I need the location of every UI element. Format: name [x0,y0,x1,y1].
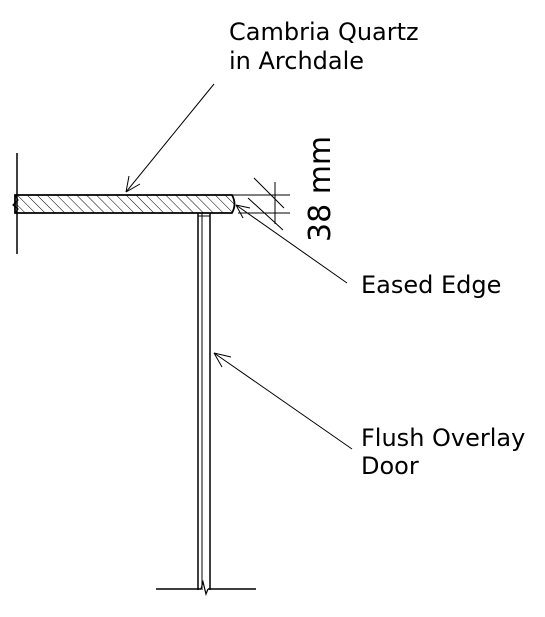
leader-edge [235,204,348,284]
dimension-tick-bottom [247,197,284,231]
door-panel [197,213,211,590]
dimension-label: 38 mm [303,136,338,242]
material-label-line2: in Archdale [229,47,364,75]
edge-label: Eased Edge [361,271,501,299]
floor-line [156,579,256,596]
dimension-tick-top [253,177,285,209]
dimension-lines [232,177,290,231]
door-label-line2: Door [361,452,419,480]
leader-material [125,83,215,193]
countertop-slab [14,194,236,214]
door-label-line1: Flush Overlay [361,424,525,452]
leader-door [213,352,353,450]
break-mark [12,194,19,214]
material-label-line1: Cambria Quartz [229,18,419,46]
